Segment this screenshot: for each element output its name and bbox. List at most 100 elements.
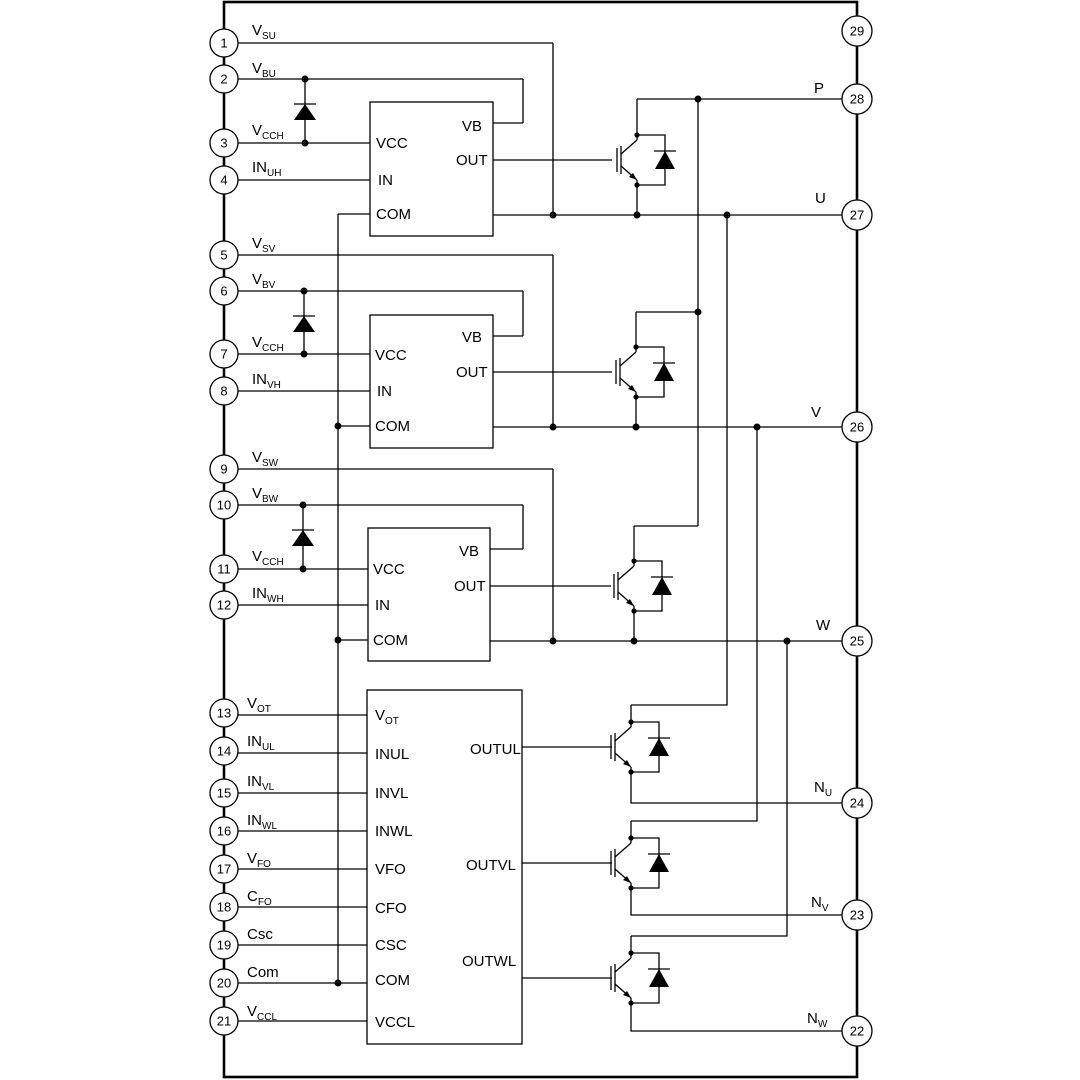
right-pin-numbers: 29 28 27 26 25 24 23 22 <box>850 24 864 1039</box>
lsd-input-label: COM <box>375 972 410 989</box>
high-side-u <box>234 42 846 237</box>
lsd-input-label: INUL <box>375 746 409 763</box>
pin-label: VCCH <box>252 548 284 568</box>
low-side-driver <box>366 689 523 1045</box>
pin-label: Com <box>247 964 279 981</box>
pin-label: INVL <box>247 773 275 793</box>
lsd-input-label: INWL <box>375 823 413 840</box>
lsd-input-label: VCCL <box>375 1014 415 1031</box>
pin-number: 12 <box>217 598 231 613</box>
pin-label: VBU <box>252 60 276 80</box>
pin-number: 21 <box>217 1014 231 1029</box>
pin-label: VCCH <box>252 122 284 142</box>
pin-number: 7 <box>220 347 227 362</box>
pin-number: 2 <box>220 72 227 87</box>
com-label: COM <box>373 632 408 649</box>
pin-label: VBW <box>252 485 279 505</box>
pin-label: INWL <box>247 812 277 832</box>
pin-number: 24 <box>850 796 864 811</box>
pin-label: VSV <box>252 235 276 255</box>
left-pin-circles <box>209 28 239 1036</box>
vcc-label: VCC <box>373 561 405 578</box>
pin-label: U <box>815 190 826 207</box>
pin-label: VCCH <box>252 334 284 354</box>
pin-label: VOT <box>247 695 271 715</box>
pin-label: NW <box>807 1010 828 1030</box>
lsd-input-label: VOT <box>375 707 399 727</box>
in-label: IN <box>375 597 390 614</box>
pin-label: INUL <box>247 733 275 753</box>
left-pin-numbers: 1 2 3 4 5 6 7 8 9 10 11 12 13 14 15 16 1… <box>217 36 231 1029</box>
out-label: OUT <box>454 578 486 595</box>
module-outline <box>222 0 859 1079</box>
high-side-v <box>234 254 846 449</box>
pin-label: V <box>811 404 821 421</box>
right-pin-circles <box>841 15 873 1047</box>
pin-number: 27 <box>850 208 864 223</box>
pin-number: 29 <box>850 24 864 39</box>
driver-u-labels: VCC IN COM VB OUT <box>376 118 488 223</box>
pin-label: INWH <box>252 585 284 605</box>
pin-number: 17 <box>217 862 231 877</box>
pin-number: 3 <box>220 136 227 151</box>
in-label: IN <box>378 172 393 189</box>
pin-number: 25 <box>850 634 864 649</box>
low-side <box>234 211 846 1045</box>
right-pin-names: P U V W NU NV NW <box>807 80 832 1030</box>
pin-label: INUH <box>252 159 281 179</box>
pin-label: P <box>814 80 824 97</box>
pin-number: 26 <box>850 420 864 435</box>
lsd-input-label: CFO <box>375 900 407 917</box>
lsd-input-label: INVL <box>375 785 408 802</box>
vb-label: VB <box>459 543 479 560</box>
pin-label: VFO <box>247 850 271 870</box>
out-label: OUT <box>456 364 488 381</box>
pin-label: VCCL <box>247 1003 277 1023</box>
pin-label: CFO <box>247 888 272 908</box>
vb-label: VB <box>462 118 482 135</box>
low-side-labels: VOT INUL INVL INWL VFO CFO CSC COM VCCL … <box>375 707 521 1031</box>
pin-number: 20 <box>217 976 231 991</box>
pin-number: 11 <box>217 562 231 577</box>
com-label: COM <box>375 418 410 435</box>
pin-number: 22 <box>850 1024 864 1039</box>
pin-number: 10 <box>217 498 231 513</box>
gate-driver-u <box>369 101 494 237</box>
lsd-input-label: VFO <box>375 861 406 878</box>
pin-number: 19 <box>217 938 231 953</box>
pin-label: VSW <box>252 449 279 469</box>
pin-number: 13 <box>217 706 231 721</box>
driver-v-labels: VCC IN COM VB OUT <box>375 329 488 435</box>
pin-label: VBV <box>252 271 276 291</box>
vcc-label: VCC <box>375 347 407 364</box>
pin-label: W <box>816 617 831 634</box>
pin-label: VSU <box>252 22 276 42</box>
pin-number: 9 <box>220 462 227 477</box>
pin-number: 28 <box>850 92 864 107</box>
pin-number: 5 <box>220 248 227 263</box>
pin-label: INVH <box>252 371 281 391</box>
pin-number: 8 <box>220 384 227 399</box>
pin-number: 23 <box>850 908 864 923</box>
vb-label: VB <box>462 329 482 346</box>
pin-number: 14 <box>217 744 231 759</box>
lsd-input-label: CSC <box>375 937 407 954</box>
out-label: OUT <box>456 152 488 169</box>
driver-w-labels: VCC IN COM VB OUT <box>373 543 486 649</box>
high-side-w <box>234 468 846 662</box>
pin-number: 1 <box>220 36 227 51</box>
lsd-output-label: OUTVL <box>466 857 516 874</box>
lsd-output-label: OUTUL <box>470 741 521 758</box>
vcc-label: VCC <box>376 135 408 152</box>
pin-label: Csc <box>247 926 273 943</box>
pin-number: 16 <box>217 824 231 839</box>
pin-number: 18 <box>217 900 231 915</box>
pin-label: NU <box>814 779 832 799</box>
com-label: COM <box>376 206 411 223</box>
left-pin-names: VSU VBU VCCH INUH VSV VBV VCCH INVH VSW … <box>247 22 284 1023</box>
pin-number: 6 <box>220 284 227 299</box>
gate-driver-w <box>367 527 491 662</box>
in-label: IN <box>377 383 392 400</box>
pin-label: NV <box>811 894 829 914</box>
